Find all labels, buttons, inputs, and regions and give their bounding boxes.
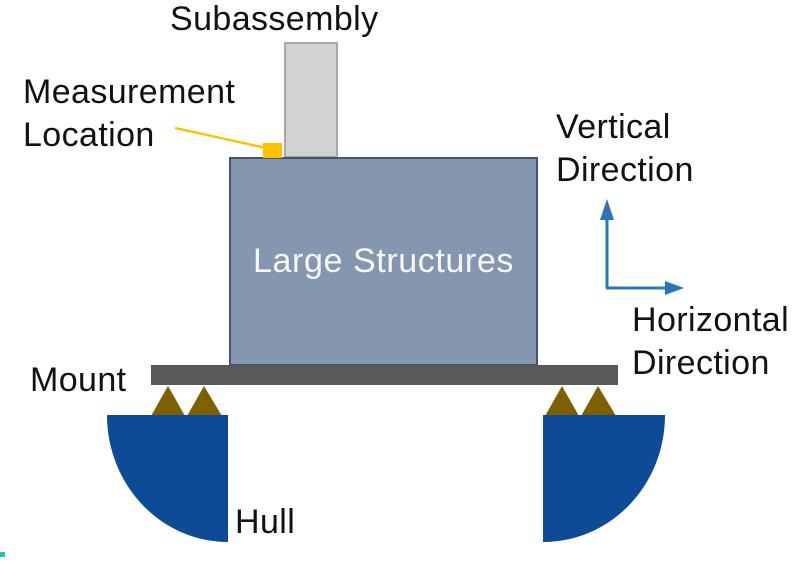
mount-plate [151,365,618,385]
corner-artifact-mark [0,552,5,557]
mount-label: Mount [30,359,127,402]
measurement-label-line1: Measurement [23,73,236,111]
measurement-point-marker [263,143,282,158]
horizontal-direction-line1: Horizontal [632,301,790,339]
vertical-axis-arrowhead [600,199,614,220]
subassembly-label: Subassembly [170,0,379,41]
vertical-direction-line2: Direction [556,151,694,189]
large-structures-label: Large Structures [253,242,514,280]
hull-label-text: Hull [235,503,296,541]
mount-wedge-right-2 [581,386,616,416]
hull-right-shape [543,415,665,542]
right-arrow-icon [606,281,684,295]
subassembly-label-text: Subassembly [170,0,379,38]
vertical-direction-line1: Vertical [556,108,671,146]
hull-label: Hull [235,501,295,544]
horizontal-direction-label: Horizontal Direction [632,299,789,385]
mount-wedge-right-1 [545,386,579,416]
up-arrow-icon [600,199,614,288]
vertical-direction-label: Vertical Direction [556,106,694,192]
measurement-location-label: Measurement Location [23,71,235,157]
hull-left-shape [107,415,228,542]
horizontal-direction-line2: Direction [632,344,770,382]
mount-wedge-left-1 [151,386,185,416]
horizontal-axis-arrowhead [665,281,684,295]
subassembly-column [284,42,338,158]
large-structure-box: Large Structures [229,157,538,366]
measurement-label-line2: Location [23,116,155,154]
mount-wedge-left-2 [187,386,222,416]
mount-label-text: Mount [30,361,127,399]
